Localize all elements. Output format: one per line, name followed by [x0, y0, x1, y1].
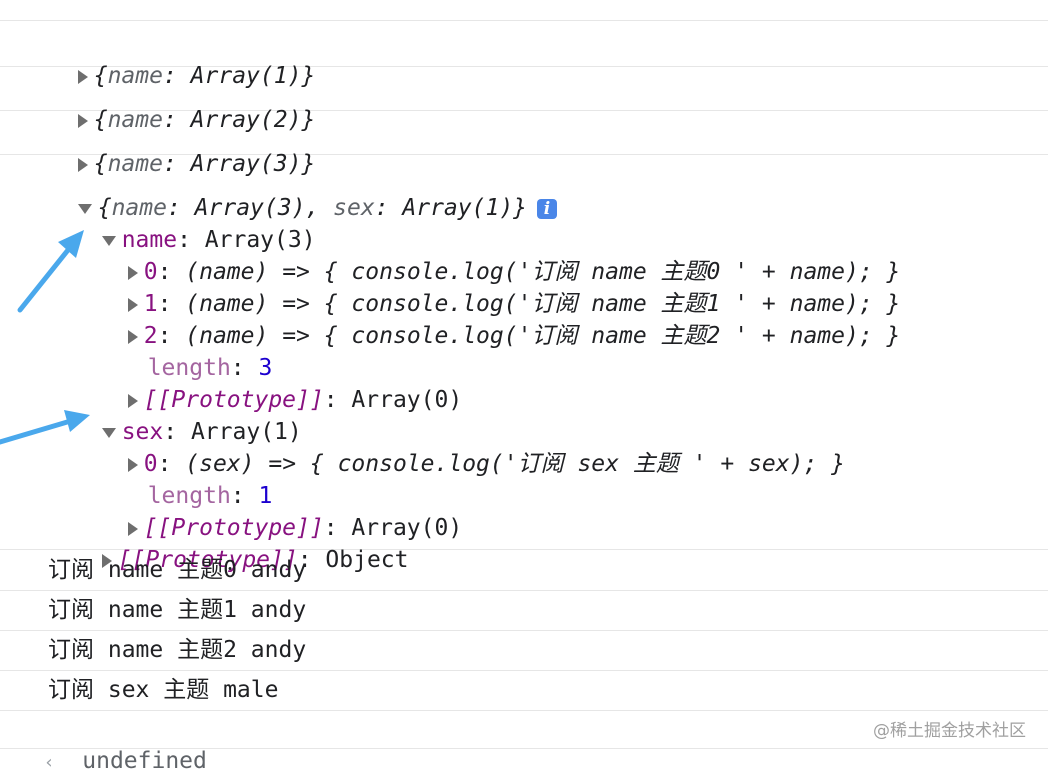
separator — [0, 670, 1048, 671]
array-item[interactable]: 1: (name) => { console.log('订阅 name 主题1 … — [100, 256, 900, 317]
prototype-property[interactable]: [[Prototype]]: Object — [74, 512, 409, 573]
separator — [0, 590, 1048, 591]
property-name[interactable]: name: Array(3) — [74, 192, 316, 253]
expand-triangle-icon[interactable] — [127, 457, 138, 472]
console-object-collapsed[interactable]: {name: Array(3)} — [50, 116, 315, 177]
property-sex[interactable]: sex: Array(1) — [74, 384, 302, 445]
array-item[interactable]: 2: (name) => { console.log('订阅 name 主题2 … — [100, 288, 900, 349]
separator — [0, 20, 1048, 21]
info-icon[interactable]: i — [537, 198, 558, 219]
expand-triangle-icon[interactable] — [77, 157, 88, 172]
separator — [0, 110, 1048, 111]
collapse-triangle-icon[interactable] — [101, 235, 116, 246]
console-log-line: 订阅 name 主题1 andy — [48, 597, 307, 623]
collapse-triangle-icon[interactable] — [101, 427, 116, 438]
console-result: ‹ undefined — [43, 748, 207, 774]
expand-triangle-icon[interactable] — [127, 393, 138, 408]
array-item[interactable]: 0: (name) => { console.log('订阅 name 主题0 … — [100, 224, 900, 285]
chevron-left-icon: ‹ — [43, 752, 55, 773]
length-property: length: 3 — [147, 355, 273, 381]
expand-triangle-icon[interactable] — [127, 329, 138, 344]
separator — [0, 710, 1048, 711]
collapse-triangle-icon[interactable] — [77, 203, 92, 214]
console-object-collapsed[interactable]: {name: Array(1)} — [50, 28, 315, 89]
separator — [0, 549, 1048, 550]
separator — [0, 748, 1048, 749]
watermark: @稀土掘金技术社区 — [873, 721, 1026, 741]
separator — [0, 154, 1048, 155]
expand-triangle-icon[interactable] — [127, 297, 138, 312]
expand-triangle-icon[interactable] — [77, 113, 88, 128]
expand-triangle-icon[interactable] — [127, 265, 138, 280]
console-log-line: 订阅 sex 主题 male — [48, 677, 279, 703]
prototype-property[interactable]: [[Prototype]]: Array(0) — [100, 480, 462, 541]
console-object-expanded[interactable]: {name: Array(3), sex: Array(1)}i — [50, 160, 558, 221]
console-object-collapsed[interactable]: {name: Array(2)} — [50, 72, 315, 133]
length-property: length: 1 — [147, 483, 273, 509]
expand-triangle-icon[interactable] — [127, 521, 138, 536]
prototype-property[interactable]: [[Prototype]]: Array(0) — [100, 352, 462, 413]
expand-triangle-icon[interactable] — [77, 69, 88, 84]
array-item[interactable]: 0: (sex) => { console.log('订阅 sex 主题 ' +… — [100, 416, 845, 477]
separator — [0, 630, 1048, 631]
separator — [0, 66, 1048, 67]
console-log-line: 订阅 name 主题0 andy — [48, 557, 307, 583]
console-log-line: 订阅 name 主题2 andy — [48, 637, 307, 663]
expand-triangle-icon[interactable] — [101, 553, 112, 568]
